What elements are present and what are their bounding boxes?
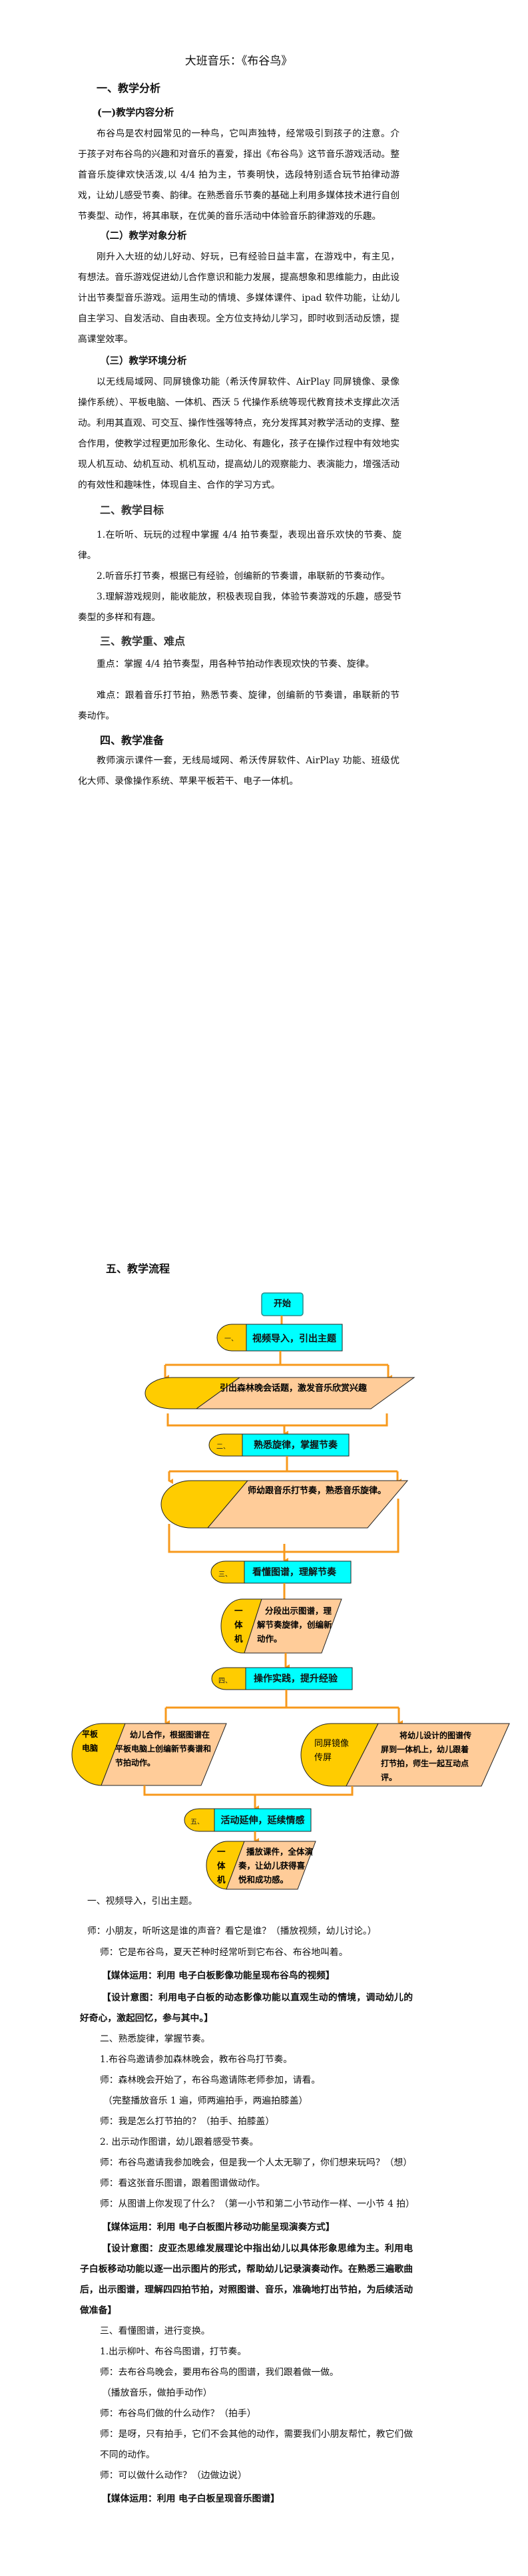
flow-start-label: 开始 — [273, 1299, 291, 1309]
heading-teaching-process: 五、教学流程 — [106, 1262, 170, 1275]
tool-label-screen-mirroring: 同屏镜像传屏 — [314, 1739, 350, 1763]
process-line: 二、熟悉旋律，掌握节奏。 — [100, 2034, 210, 2044]
process-line: 师：是呀，只有拍手，它们不会其他的动作，需要我们小朋友帮忙，教它们做不同的动作。 — [100, 2429, 413, 2460]
step-label: 熟悉旋律，掌握节奏 — [254, 1440, 338, 1451]
step-tag-shape — [208, 1433, 243, 1457]
heading-teaching-preparation: 四、教学准备 — [100, 734, 164, 747]
heading-key-difficult-points: 三、教学重、难点 — [100, 635, 186, 647]
paragraph-preparation: 教师演示课件一套，无线局域网、希沃传屏软件、AirPlay 功能、班级优化大师、… — [78, 755, 399, 787]
step-box — [246, 1324, 343, 1352]
process-line: （完整播放音乐 1 遍，师两遍拍手，两遍拍膝盖） — [103, 2096, 308, 2106]
process-line: 师：可以做什么动作？（边做边说） — [100, 2470, 247, 2481]
tool-label-char: 体 — [217, 1861, 226, 1871]
process-line: 师：看这张音乐图谱，跟着图谱做动作。 — [100, 2178, 266, 2189]
design-intent-note: 【设计意图：皮亚杰思维发展理论中指出幼儿以具体形象思维为主。利用电子白板移动功能… — [80, 2243, 413, 2316]
process-line: 师：从图谱上你发现了什么？（第一小节和第二小节动作一样、一小节 4 拍） — [100, 2199, 415, 2209]
activity-parallelogram — [346, 1723, 510, 1787]
tool-tag-shape — [160, 1480, 249, 1529]
process-line: 师：小朋友，听听这是谁的声音？看它是谁？（播放视频，幼儿讨论。） — [87, 1926, 377, 1936]
subheading-content-analysis: (一)教学内容分析 — [97, 107, 174, 118]
key-point: 重点：掌握 4/4 拍节奏型，用各种节拍动作表现欢快的节奏、旋律。 — [97, 659, 375, 669]
step-tag-shape — [216, 1324, 247, 1352]
media-use-note: 【媒体运用：利用 电子白板影像功能呈现布谷鸟的视频】 — [102, 1970, 335, 1981]
process-line: 师：布谷鸟们做的什么动作？（拍手） — [100, 2408, 256, 2419]
paragraph-content-analysis: 布谷鸟是农村园常见的一种鸟，它叫声独特，经常吸引到孩子的注意。介于孩子对布谷鸟的… — [78, 128, 399, 222]
process-line: 三、看懂图谱，进行变换。 — [100, 2326, 210, 2336]
process-line: 师：它是布谷鸟，夏天芒种时经常听到它布谷、布谷地叫着。 — [100, 1947, 348, 1958]
goals-list: 1.在听听、玩玩的过程中掌握 4/4 拍节奏型，表现出音乐欢快的节奏、旋律。 2… — [78, 525, 401, 628]
step-label: 操作实践，提升经验 — [254, 1674, 338, 1684]
document-title: 大班音乐：《布谷鸟》 — [184, 55, 293, 68]
step-tag-shape — [210, 1561, 245, 1584]
step-number: 二、 — [216, 1443, 230, 1451]
activity-parallelogram — [101, 1723, 227, 1786]
activity-parallelogram — [226, 1841, 316, 1890]
goal-item: 1.在听听、玩玩的过程中掌握 4/4 拍节奏型，表现出音乐欢快的节奏、旋律。 — [78, 530, 401, 561]
process-line: （播放音乐，做拍手动作） — [102, 2388, 212, 2398]
tool-tag-shape — [220, 1598, 262, 1654]
subheading-object-analysis: （二）教学对象分析 — [100, 230, 187, 242]
connector-line — [166, 1413, 388, 1427]
process-line: 师：森林晚会开始了，布谷鸟邀请陈老师参加，请看。 — [100, 2075, 321, 2086]
goal-item: 2.听音乐打节奏，根据已有经验，创编新的节奏谱，串联新的节奏动作。 — [97, 571, 390, 582]
tool-label-char: 一 — [217, 1847, 226, 1857]
paragraph-object-analysis: 刚升入大班的幼儿好动、好玩，已有经验日益丰富，在游戏中，有主见，有想法。音乐游戏… — [78, 252, 399, 345]
process-line: 1.出示柳叶、布谷鸟图谱，打节奏。 — [100, 2346, 247, 2357]
media-use-note: 【媒体运用：利用 电子白板图片移动功能呈现演奏方式】 — [102, 2222, 335, 2233]
step-number: 三、 — [218, 1571, 232, 1578]
step-number: 一、 — [224, 1336, 238, 1343]
step-tag-shape — [184, 1808, 215, 1832]
step-box — [214, 1808, 312, 1832]
activity-text: 分段出示图谱，理解节奏旋律，创编新动作。 — [257, 1606, 332, 1644]
process-details: 一、视频导入，引出主题。 师：小朋友，听听这是谁的声音？看它是谁？（播放视频，幼… — [0, 1891, 528, 2509]
step-box — [245, 1667, 353, 1690]
activity-text: 引出森林晚会话题，激发音乐欣赏兴趣 — [220, 1383, 368, 1393]
activity-parallelogram — [244, 1598, 342, 1654]
step-number: 五、 — [190, 1819, 204, 1826]
process-line: 师：去布谷鸟晚会，要用布谷鸟的图谱，我们跟着做一做。 — [100, 2367, 339, 2378]
step-label: 活动延伸，延续情感 — [220, 1815, 305, 1826]
tool-tag-shape — [144, 1377, 241, 1409]
step-label: 视频导入，引出主题 — [252, 1334, 336, 1344]
activity-parallelogram — [195, 1377, 415, 1409]
process-line: 一、视频导入，引出主题。 — [87, 1896, 198, 1907]
heading-teaching-goals: 二、教学目标 — [100, 504, 164, 516]
tool-label-all-in-one: 一 体 机 — [217, 1845, 226, 1887]
tool-label-char: 一 — [234, 1606, 243, 1616]
step-box — [242, 1433, 350, 1457]
media-use-note: 【媒体运用：利用 电子白板呈现音乐图谱】 — [102, 2493, 280, 2504]
process-line: 2. 出示动作图谱，幼儿跟着感受节奏。 — [100, 2137, 259, 2147]
activity-text: 播放课件，全体演奏，让幼儿获得喜悦和成功感。 — [238, 1847, 314, 1885]
subheading-environment-analysis: （三）教学环境分析 — [100, 355, 187, 367]
tool-tag-shape — [206, 1841, 245, 1890]
step-number: 四、 — [218, 1678, 232, 1685]
step-label: 看懂图谱，理解节奏 — [252, 1567, 336, 1578]
difficult-point: 难点：跟着音乐打节拍，熟悉节奏、旋律，创编新的节奏谱，串联新的节奏动作。 — [78, 690, 399, 721]
tool-tag-shape — [300, 1723, 379, 1787]
heading-teaching-analysis: 一、教学分析 — [97, 82, 161, 94]
process-line: 1.布谷鸟邀请参加森林晚会，教布谷鸟打节奏。 — [100, 2054, 293, 2065]
tool-tag-shape — [71, 1723, 126, 1786]
step-box — [244, 1561, 352, 1584]
activity-text: 幼儿合作，根据图谱在平板电脑上创编新节奏谱和节拍动作。 — [115, 1730, 212, 1767]
goal-item: 3.理解游戏规则，能收能放，积极表现自我，体验节奏游戏的乐趣，感受节奏型的多样和… — [78, 592, 401, 623]
tool-label-all-in-one: 一 体 机 — [234, 1604, 244, 1646]
tool-label-tablet: 平板电脑 — [82, 1730, 99, 1753]
design-intent-note: 【设计意图：利用电子白板的动态影像功能以直观生动的情境，调动幼儿的好奇心，激起回… — [80, 1992, 413, 2024]
tool-label-char: 机 — [234, 1634, 243, 1644]
tool-label-char: 体 — [234, 1620, 243, 1630]
connector-line — [143, 1785, 354, 1796]
paragraph-environment-analysis: 以无线局域网、同屏镜像功能（希沃传屏软件、AirPlay 同屏镜像、录像操作系统… — [78, 377, 399, 490]
activity-parallelogram — [206, 1480, 409, 1529]
process-line: 师：布谷鸟邀请我参加晚会，但是我一个人太无聊了，你们想来玩吗？（想） — [100, 2157, 413, 2168]
tool-label-char: 机 — [217, 1875, 226, 1885]
step-tag-shape — [211, 1667, 246, 1690]
process-line: 师：我是怎么打节拍的？（拍手、拍膝盖） — [100, 2116, 275, 2127]
activity-text: 师幼跟音乐打节奏，熟悉音乐旋律。 — [248, 1486, 387, 1496]
activity-text: 将幼儿设计的图谱传屏到一体机上，幼儿跟着打节拍，师生一起互动点评。 — [381, 1731, 472, 1782]
analysis-sections: 大班音乐：《布谷鸟》 一、教学分析 (一)教学内容分析 布谷鸟是农村园常见的一种… — [0, 53, 528, 792]
